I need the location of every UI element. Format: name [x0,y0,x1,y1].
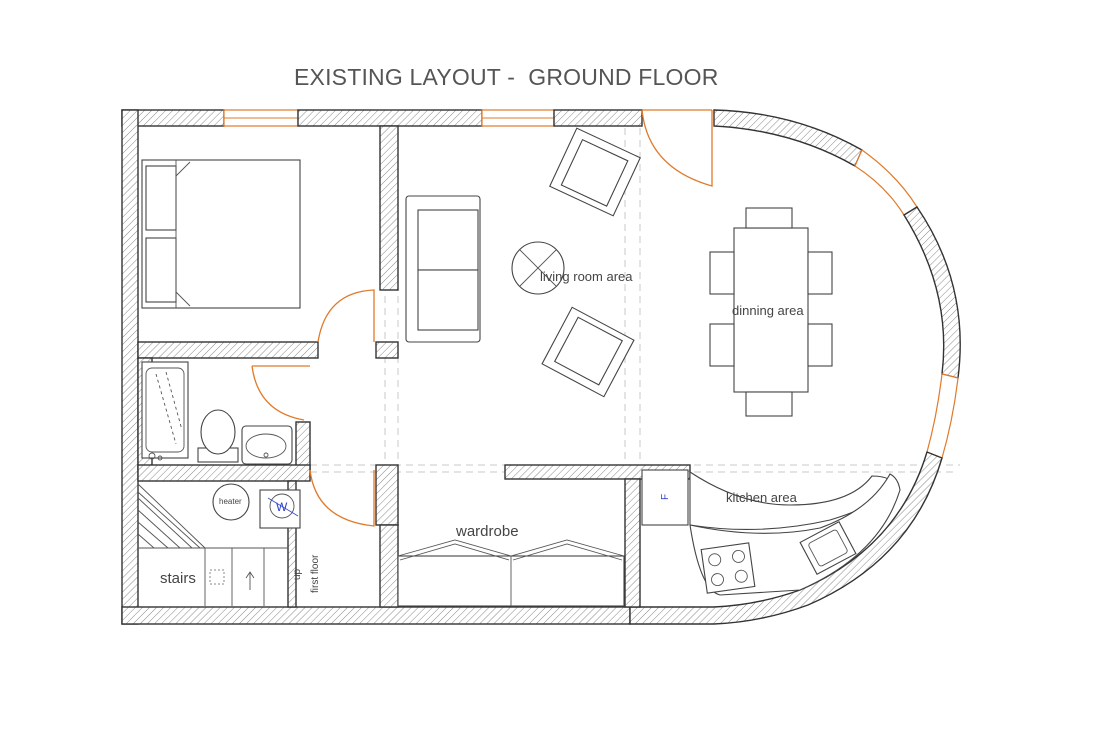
dining-furniture [709,207,833,417]
armchair-bottom [541,306,635,398]
page-title: EXISTING LAYOUT - GROUND FLOOR [294,64,719,90]
fridge-label: F [660,494,671,500]
wardrobe-unit [397,539,625,607]
curved-wall-2 [903,206,961,379]
bathroom-door-swing [251,365,310,421]
toilet-bowl [200,409,236,455]
doors [251,109,713,527]
fridge [641,469,689,526]
kitchen-area-label: kitchen area [726,490,798,505]
stairs-label: stairs [160,570,196,587]
utility [212,483,301,529]
kitchen-fixtures [641,469,901,596]
outer-walls [121,109,961,625]
double-bed [141,159,301,309]
bathtub [141,361,189,459]
staircase [137,483,288,606]
bedroom-door-swing [317,289,375,343]
curved-wall-1 [713,109,863,167]
heater-label: heater [219,497,242,506]
dining-table [733,227,809,393]
stair-up-label: up [292,568,303,580]
cooktop [700,542,756,594]
entry-door-swing [641,109,713,187]
top-wall-mid [297,109,483,127]
living-room-label: living room area [540,269,633,284]
first-floor-label: first floor [310,554,321,593]
armchair-top [549,127,641,217]
kitchen-sink [799,521,857,575]
west-wall [121,109,139,625]
living-furniture [405,127,641,398]
top-wall-east [553,109,643,127]
bathroom-fixtures [141,361,293,465]
dining-area-label: dinning area [732,303,804,318]
heater-unit [212,483,250,521]
south-wall [121,606,631,625]
washer-label: W [276,500,288,514]
stair-hall-door-swing [309,469,375,527]
room-labels: living room area dinning area kitchen ar… [160,269,804,593]
wardrobe-label: wardrobe [455,523,519,540]
window-curve-1 [854,149,918,216]
window-curve-2 [926,373,959,459]
